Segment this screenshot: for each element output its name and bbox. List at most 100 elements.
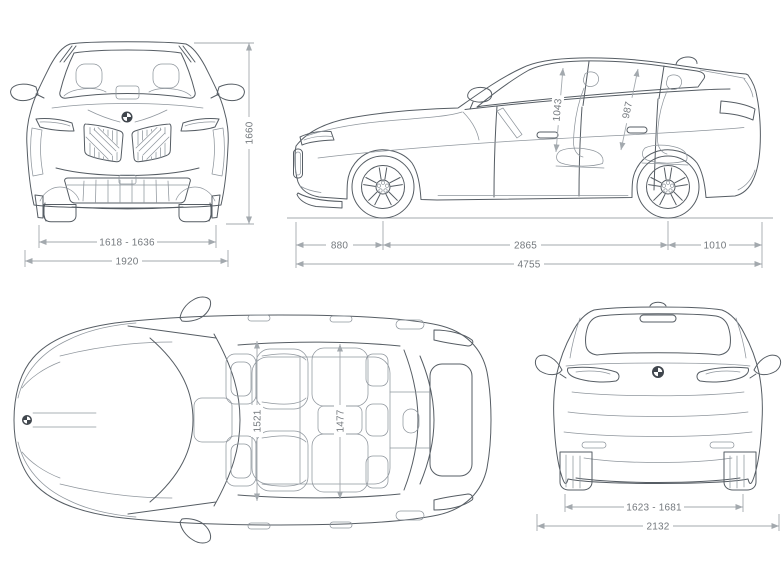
top-roof-edges	[237, 341, 419, 499]
taillight-left	[567, 366, 620, 383]
rear-reflector-left	[581, 441, 607, 449]
rear-width-mirrors-value: 2132	[646, 522, 669, 533]
dim-rear-width-mirrors: 2132	[536, 514, 780, 533]
front-left-headrest	[75, 63, 103, 89]
top-door-handles	[247, 314, 271, 322]
side-front-lip	[296, 192, 343, 209]
front-lower-intake	[64, 177, 191, 204]
rear-wheel	[636, 155, 700, 219]
dim-side-overhangs: 880 2865 1010	[295, 221, 763, 268]
side-body-outline	[294, 57, 761, 201]
door-handle-rear	[626, 126, 648, 134]
bmw-logo-icon	[652, 366, 664, 378]
top-taillights	[433, 329, 474, 511]
front-mudflaps	[34, 194, 221, 219]
kidney-grille-right	[131, 123, 172, 163]
rear-bumper-bottom	[575, 477, 741, 483]
front-wheel-left	[43, 204, 77, 223]
side-wheelbase-value: 2865	[514, 241, 537, 252]
side-view: 1043 987 880 2865 1010 4755	[287, 56, 773, 271]
front-wheel-right	[178, 204, 212, 223]
side-headroom-front-value: 1043	[552, 98, 565, 122]
front-seat-profile	[555, 71, 605, 169]
dim-top-interior-width-rear: 1477	[334, 344, 347, 499]
rear-window	[585, 313, 731, 356]
side-antenna-fin	[675, 56, 698, 65]
front-wheel-arches	[39, 186, 216, 202]
side-headlight	[299, 130, 335, 146]
rear-mirror-right	[749, 354, 782, 379]
front-roof-rails	[59, 45, 196, 63]
front-track-value: 1618 - 1636	[99, 238, 155, 249]
top-trunk	[429, 363, 473, 477]
top-rear-seats	[311, 347, 389, 493]
side-mirror	[467, 86, 493, 110]
side-front-overhang-value: 880	[331, 241, 349, 252]
front-body-outline	[26, 41, 229, 209]
front-smile-line	[55, 167, 200, 176]
bmw-logo-icon	[121, 111, 133, 123]
dim-side-headroom-rear: 987	[618, 68, 640, 151]
front-side-vents	[30, 127, 225, 177]
rear-reflector-right	[709, 441, 735, 449]
front-seat-shoulders	[63, 88, 192, 97]
top-nose-lines	[17, 322, 173, 518]
front-right-headrest	[152, 63, 180, 89]
rearview-mirror	[115, 85, 140, 100]
headlight-right	[180, 118, 220, 132]
rear-seat-profile	[641, 74, 689, 166]
front-view: 1618 - 1636 1920 1660	[10, 41, 256, 268]
side-rear-overhang-value: 1010	[703, 241, 726, 252]
top-view: 1521 1477	[13, 296, 492, 544]
side-beltline	[464, 88, 731, 110]
rear-antenna-fin	[649, 301, 667, 307]
headlight-left	[35, 118, 75, 132]
rear-body-outline	[553, 306, 763, 484]
front-hood-creases	[51, 103, 204, 123]
front-mirror-right	[210, 83, 245, 102]
front-width-value: 1920	[115, 257, 138, 268]
side-kidney	[293, 148, 303, 179]
rear-track-value: 1623 - 1681	[626, 503, 682, 514]
dim-side-headroom-front: 1043	[549, 67, 566, 153]
rear-antenna	[402, 408, 420, 434]
side-taillight	[719, 100, 756, 121]
door-handle-front	[536, 131, 559, 139]
dim-side-length: 4755	[296, 258, 762, 271]
rear-wheel-left	[559, 451, 593, 491]
front-radar-panel	[118, 174, 137, 185]
top-interior-width-front-value: 1521	[253, 409, 264, 432]
center-console	[193, 397, 233, 443]
top-rear-window	[419, 355, 435, 485]
front-height-value: 1660	[245, 121, 256, 144]
dim-front-track: 1618 - 1636	[38, 225, 217, 249]
steering-wheel	[462, 107, 523, 141]
top-front-seats	[225, 348, 309, 492]
rear-brake-light	[639, 314, 677, 323]
dim-top-interior-width-front: 1521	[251, 341, 264, 501]
panoramic-roof	[251, 356, 391, 485]
bmw-logo-icon	[22, 415, 32, 425]
top-mirror-left	[179, 296, 212, 322]
top-mirror-right	[179, 518, 212, 544]
top-interior-width-rear-value: 1477	[336, 409, 347, 432]
rear-tailgate-lines	[563, 391, 753, 463]
rear-mirror-left	[534, 354, 567, 379]
kidney-grille-left	[83, 123, 124, 163]
front-wheel	[351, 155, 415, 219]
side-headroom-rear-value: 987	[621, 100, 635, 119]
side-length-value: 4755	[517, 260, 540, 271]
front-bumper-bottom	[43, 202, 212, 222]
dim-rear-track: 1623 - 1681	[564, 494, 744, 514]
front-windshield	[59, 49, 196, 99]
rear-wheel-right	[723, 451, 757, 491]
top-body-outline	[13, 314, 492, 526]
side-glasshouse	[476, 60, 706, 108]
rear-view: 1623 - 1681 2132	[534, 301, 782, 533]
top-windshield	[127, 325, 241, 515]
taillight-right	[696, 366, 749, 383]
front-mirror-left	[10, 83, 45, 102]
dim-front-height: 1660	[194, 42, 256, 225]
